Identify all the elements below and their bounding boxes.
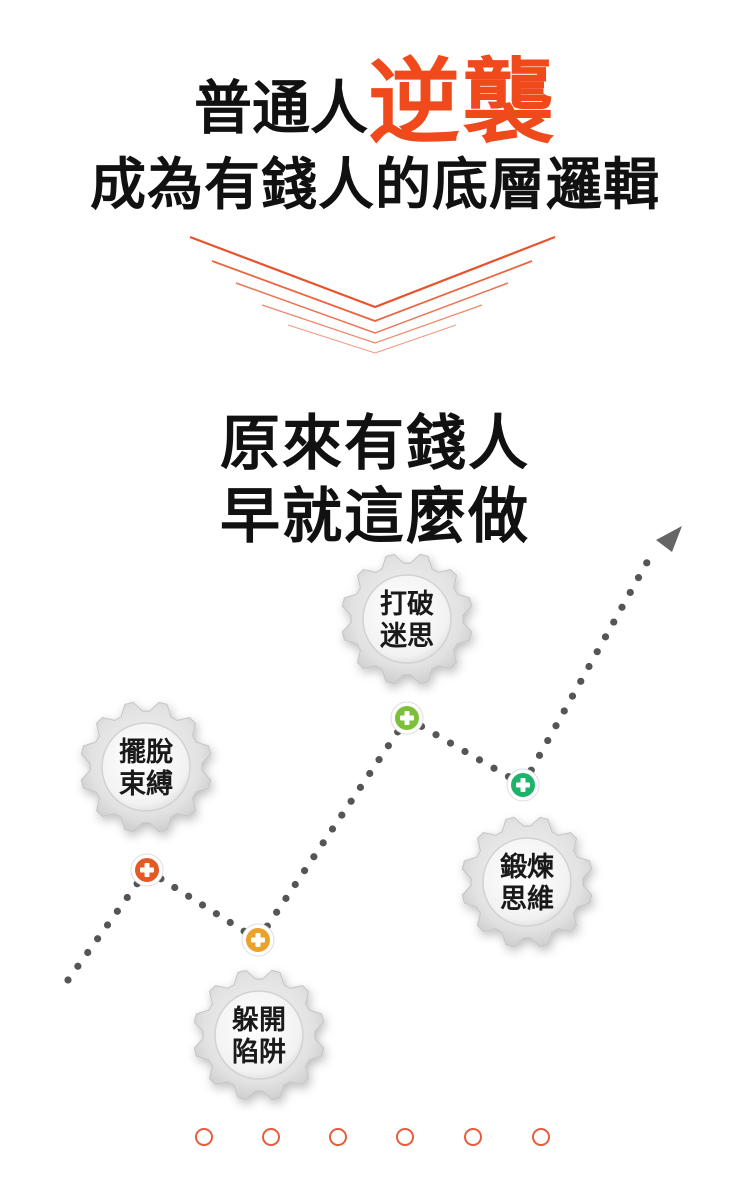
trend-dot <box>226 918 234 927</box>
trend-dot <box>544 736 552 745</box>
main-title: 普通人逆襲 <box>0 28 750 161</box>
trend-dot <box>384 742 392 750</box>
trend-dot <box>356 783 365 791</box>
title-prefix: 普通人 <box>193 74 368 142</box>
trend-dot <box>64 976 72 984</box>
gear-label-avoid-traps: 躲開 陷阱 <box>232 1005 286 1068</box>
trend-dot <box>490 764 498 772</box>
page-dot-2[interactable] <box>262 1128 280 1146</box>
trend-dot <box>643 559 651 567</box>
trend-dot <box>577 677 585 685</box>
triangle-arrow-icon <box>656 526 682 552</box>
heading-line2: 早就這麼做 <box>220 482 530 552</box>
trend-dot <box>585 662 593 671</box>
trend-dot <box>366 769 374 778</box>
trend-dot <box>84 948 92 957</box>
trend-dot <box>185 892 193 900</box>
plus-circle-icon <box>130 853 164 887</box>
page-dot-5[interactable] <box>464 1128 482 1146</box>
trend-dot <box>74 962 82 970</box>
trend-dot <box>347 797 355 805</box>
gear-label-train-mindset: 鍛煉 思維 <box>500 852 554 915</box>
gear-icon <box>80 701 212 833</box>
gear-label-break-free: 擺脫 束縛 <box>119 737 173 800</box>
trend-dot <box>113 907 121 915</box>
gear-icon <box>193 969 325 1101</box>
trend-dot <box>446 739 455 747</box>
trend-dot <box>568 692 577 700</box>
page-dot-1[interactable] <box>195 1128 213 1146</box>
title-highlight: 逆襲 <box>368 49 557 156</box>
trend-dot <box>328 825 337 833</box>
trend-dot <box>310 853 318 861</box>
trend-dot <box>375 756 383 764</box>
trend-dot <box>338 811 346 819</box>
trend-dot <box>282 894 290 902</box>
plus-circle-icon <box>241 923 275 957</box>
chevron-down-icon <box>189 235 556 354</box>
pagination <box>0 1124 750 1154</box>
gear-icon <box>461 816 593 948</box>
trend-dot <box>123 893 131 902</box>
subtitle: 成為有錢人的底層邏輯 <box>90 153 660 218</box>
trend-dot <box>291 880 299 889</box>
trend-dot <box>593 648 601 656</box>
trend-dot <box>475 756 484 764</box>
trend-dot <box>552 722 560 730</box>
trend-dot <box>171 883 179 892</box>
trend-dot <box>103 921 112 929</box>
plus-circle-icon <box>506 768 540 802</box>
trend-dot <box>273 908 281 916</box>
trend-dot <box>319 839 327 847</box>
trend-dot <box>560 707 568 715</box>
trend-dot <box>610 618 618 626</box>
trend-dot <box>618 603 626 611</box>
gear-label-break-myths: 打破 迷思 <box>380 589 434 652</box>
trend-dot <box>300 867 309 875</box>
page-dot-4[interactable] <box>396 1128 414 1146</box>
page-dot-6[interactable] <box>532 1128 550 1146</box>
plus-circle-icon <box>390 701 424 735</box>
trend-dot <box>461 747 469 756</box>
trend-dot <box>198 901 207 909</box>
trend-dot <box>432 731 440 739</box>
trend-dot <box>601 633 610 641</box>
heading-line1: 原來有錢人 <box>220 409 530 479</box>
page-dot-3[interactable] <box>329 1128 347 1146</box>
trend-dot <box>634 574 643 582</box>
trend-dot <box>535 751 544 759</box>
trend-dot <box>212 910 220 918</box>
trend-dot <box>94 935 102 943</box>
gear-icon <box>341 553 473 685</box>
trend-dot <box>626 588 634 597</box>
